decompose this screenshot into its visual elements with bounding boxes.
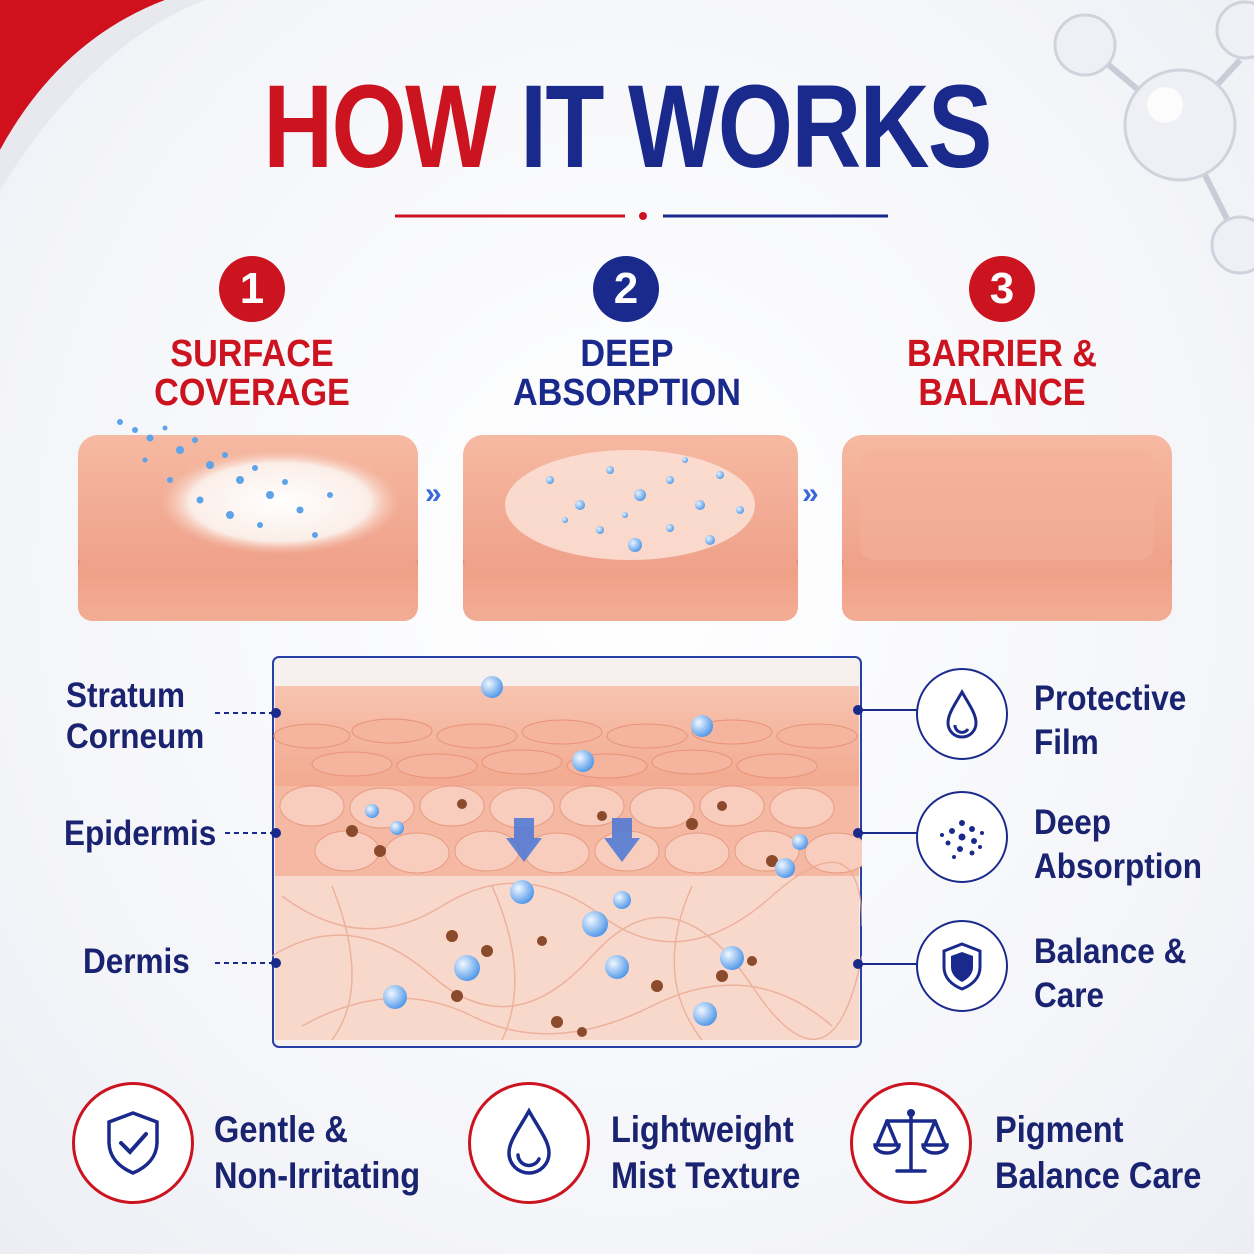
skin-block-3 xyxy=(842,435,1172,621)
step-2-title: DEEP ABSORPTION xyxy=(492,335,762,413)
benefit-3-line2: Care xyxy=(1034,976,1105,1015)
corner-swoosh xyxy=(0,0,205,190)
svg-text:»: » xyxy=(425,477,442,510)
page-title: HOW IT WORKS xyxy=(113,68,1141,186)
shield-check-icon xyxy=(72,1082,194,1204)
title-underline xyxy=(395,212,888,220)
skin-cross-section xyxy=(272,656,862,1048)
molecule-decoration xyxy=(1053,0,1254,275)
svg-text:»: » xyxy=(802,477,819,510)
layer-1-line1: Stratum xyxy=(66,676,186,715)
layer-label-epidermis: Epidermis xyxy=(64,813,216,854)
benefit-2-line2: Absorption xyxy=(1034,847,1202,886)
benefit-deep-absorption: Deep Absorption xyxy=(1034,801,1202,889)
skin-block-1 xyxy=(78,419,418,621)
feature-gentle: Gentle & Non-Irritating xyxy=(214,1107,420,1199)
benefit-2-line1: Deep xyxy=(1034,803,1112,842)
step-1-title: SURFACE COVERAGE xyxy=(117,335,387,413)
title-part1: HOW xyxy=(263,61,496,193)
layer-leader-lines xyxy=(215,708,281,968)
skin-block-2 xyxy=(463,435,798,621)
step-2-number: 2 xyxy=(593,256,659,322)
feature-2-line2: Mist Texture xyxy=(611,1155,801,1196)
shield-icon xyxy=(916,920,1008,1012)
benefit-1-line1: Protective xyxy=(1034,679,1187,718)
feature-pigment: Pigment Balance Care xyxy=(995,1107,1201,1199)
dots-icon xyxy=(916,791,1008,883)
feature-1-line2: Non-Irritating xyxy=(214,1155,421,1196)
benefit-3-line1: Balance & xyxy=(1034,932,1187,971)
benefit-protective-film: Protective Film xyxy=(1034,677,1186,765)
step-3-title-line2: BALANCE xyxy=(918,372,1086,414)
layer-label-dermis: Dermis xyxy=(83,941,190,982)
feature-3-line2: Balance Care xyxy=(995,1155,1202,1196)
droplet-icon xyxy=(916,668,1008,760)
step-3-title: BARRIER & BALANCE xyxy=(867,335,1137,413)
layer-3-line1: Dermis xyxy=(83,942,190,981)
step-2-title-line2: ABSORPTION xyxy=(512,372,742,414)
scale-icon xyxy=(850,1082,972,1204)
layer-label-stratum-corneum: Stratum Corneum xyxy=(66,675,204,757)
benefit-balance-care: Balance & Care xyxy=(1034,930,1186,1018)
title-part2: IT WORKS xyxy=(520,61,992,193)
benefit-leader-lines xyxy=(853,705,918,969)
feature-3-line1: Pigment xyxy=(995,1109,1124,1150)
feature-1-line1: Gentle & xyxy=(214,1109,348,1150)
feature-2-line1: Lightweight xyxy=(611,1109,794,1150)
droplet-icon xyxy=(468,1082,590,1204)
step-3-number: 3 xyxy=(969,256,1035,322)
step-2-title-line1: DEEP xyxy=(580,333,674,375)
step-1-title-line1: SURFACE xyxy=(170,333,334,375)
layer-2-line1: Epidermis xyxy=(64,814,217,853)
step-1-title-line2: COVERAGE xyxy=(154,372,350,414)
skin-blocks-row: » » xyxy=(78,419,1172,621)
feature-lightweight: Lightweight Mist Texture xyxy=(611,1107,800,1199)
layer-1-line2: Corneum xyxy=(66,717,205,756)
benefit-1-line2: Film xyxy=(1034,723,1099,762)
step-1-number: 1 xyxy=(219,256,285,322)
step-3-title-line1: BARRIER & xyxy=(906,333,1098,375)
